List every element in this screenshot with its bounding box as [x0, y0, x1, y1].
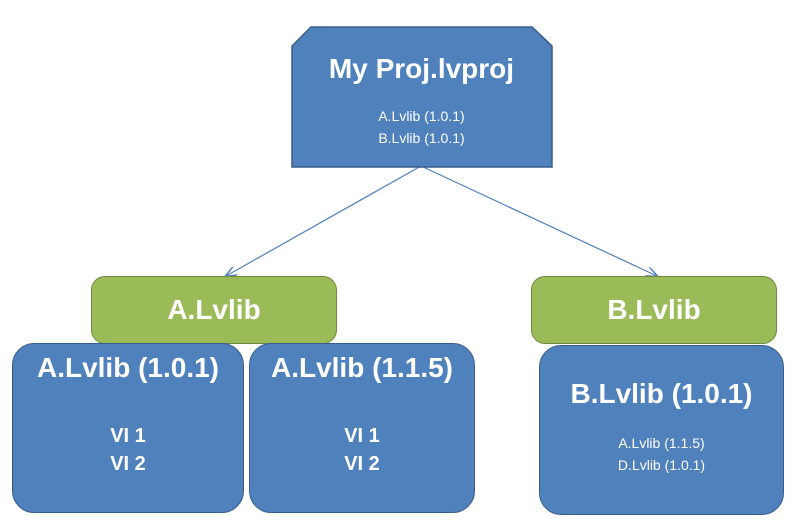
b-lib-node: B.Lvlib — [531, 276, 777, 344]
project-dep-1: A.Lvlib (1.0.1) — [378, 108, 465, 124]
b-lib-v101-dep-2: D.Lvlib (1.0.1) — [617, 457, 706, 473]
project-node-shape — [291, 26, 553, 168]
b-lib-v101-dep-1: A.Lvlib (1.1.5) — [618, 435, 705, 451]
a-lib-v101-item-1: VI 1 — [110, 425, 146, 447]
edge-root-to-b-lib — [420, 165, 657, 276]
a-lib-v115-item-1: VI 1 — [344, 425, 380, 447]
a-lib-v101-item-2: VI 2 — [110, 453, 146, 475]
a-lib-v115-node: A.Lvlib (1.1.5) VI 1 VI 2 — [249, 343, 475, 513]
a-lib-v101-node: A.Lvlib (1.0.1) VI 1 VI 2 — [12, 343, 244, 513]
a-lib-v115-title: A.Lvlib (1.1.5) — [270, 352, 454, 383]
a-lib-v115-item-2: VI 2 — [344, 453, 380, 475]
b-lib-v101-title: B.Lvlib (1.0.1) — [570, 378, 753, 409]
a-lib-v101-title: A.Lvlib (1.0.1) — [36, 352, 220, 383]
project-node: My Proj.lvproj A.Lvlib (1.0.1) B.Lvlib (… — [291, 26, 552, 166]
a-lib-label: A.Lvlib — [167, 294, 261, 325]
project-dep-2: B.Lvlib (1.0.1) — [378, 130, 465, 146]
b-lib-v101-node: B.Lvlib (1.0.1) A.Lvlib (1.1.5) D.Lvlib … — [539, 345, 784, 515]
project-title: My Proj.lvproj — [328, 53, 515, 84]
a-lib-node: A.Lvlib — [91, 276, 337, 344]
b-lib-label: B.Lvlib — [607, 294, 701, 325]
edge-root-to-a-lib — [226, 165, 422, 276]
